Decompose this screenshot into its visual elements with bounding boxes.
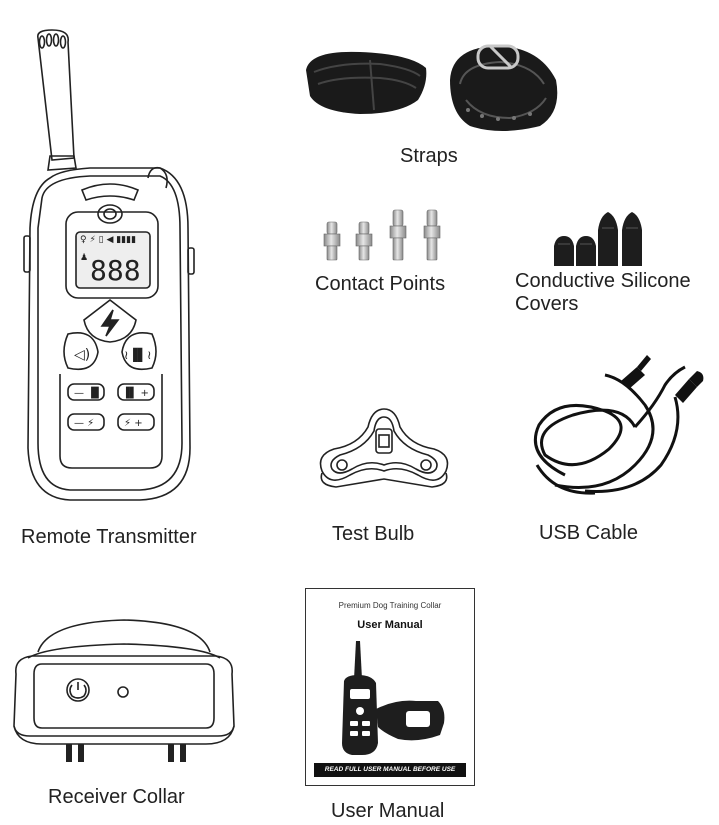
straps xyxy=(300,40,570,140)
usb-cable xyxy=(525,345,715,500)
test-bulb xyxy=(314,405,454,497)
test-bulb-icon xyxy=(319,408,449,488)
svg-text:◁): ◁) xyxy=(74,347,90,363)
svg-text:⚡ +: ⚡ + xyxy=(124,418,143,429)
remote-transmitter: ♀ ⚡ ▯ ◀ ▮▮▮▮ ♟ 888 ◁) ≀▐▌≀ — ▐▌ ▐▌ + — ⚡… xyxy=(20,28,200,503)
contact-points-icon xyxy=(323,209,441,261)
silicone-covers-icon xyxy=(554,212,642,266)
silicone-covers-label: Conductive Silicone Covers xyxy=(515,270,691,315)
user-manual-booklet: Premium Dog Training Collar User Manual … xyxy=(305,588,475,786)
remote-transmitter-icon: ♀ ⚡ ▯ ◀ ▮▮▮▮ ♟ 888 ◁) ≀▐▌≀ — ▐▌ ▐▌ + — ⚡… xyxy=(23,29,195,501)
test-bulb-label: Test Bulb xyxy=(332,523,415,545)
contact-points-label: Contact Points xyxy=(315,273,446,295)
svg-text:— ⚡: — ⚡ xyxy=(74,418,94,429)
svg-text:— ▐▌: — ▐▌ xyxy=(74,386,103,399)
contact-points xyxy=(320,206,450,264)
usb-cable-label: USB Cable xyxy=(539,522,638,544)
receiver-collar xyxy=(8,618,240,764)
usb-cable-icon xyxy=(533,355,704,495)
manual-cover-subtitle: Premium Dog Training Collar xyxy=(338,601,442,610)
user-manual-label: User Manual xyxy=(331,800,445,822)
manual-cover-banner: READ FULL USER MANUAL BEFORE USE xyxy=(314,763,466,777)
straps-label: Straps xyxy=(400,145,458,167)
receiver-collar-label: Receiver Collar xyxy=(48,786,185,808)
manual-cover-illustration-icon xyxy=(342,641,445,755)
svg-text:♟: ♟ xyxy=(80,253,88,263)
manual-cover-title: User Manual xyxy=(357,619,423,631)
receiver-collar-icon xyxy=(13,619,235,762)
strap-icon xyxy=(306,44,558,131)
svg-text:888: 888 xyxy=(90,254,141,287)
svg-text:▐▌ +: ▐▌ + xyxy=(122,386,149,399)
svg-text:♀ ⚡ ▯ ◀ ▮▮▮▮: ♀ ⚡ ▯ ◀ ▮▮▮▮ xyxy=(80,235,136,245)
svg-text:≀▐▌≀: ≀▐▌≀ xyxy=(124,347,151,362)
remote-transmitter-label: Remote Transmitter xyxy=(21,526,197,548)
silicone-covers xyxy=(550,210,650,266)
